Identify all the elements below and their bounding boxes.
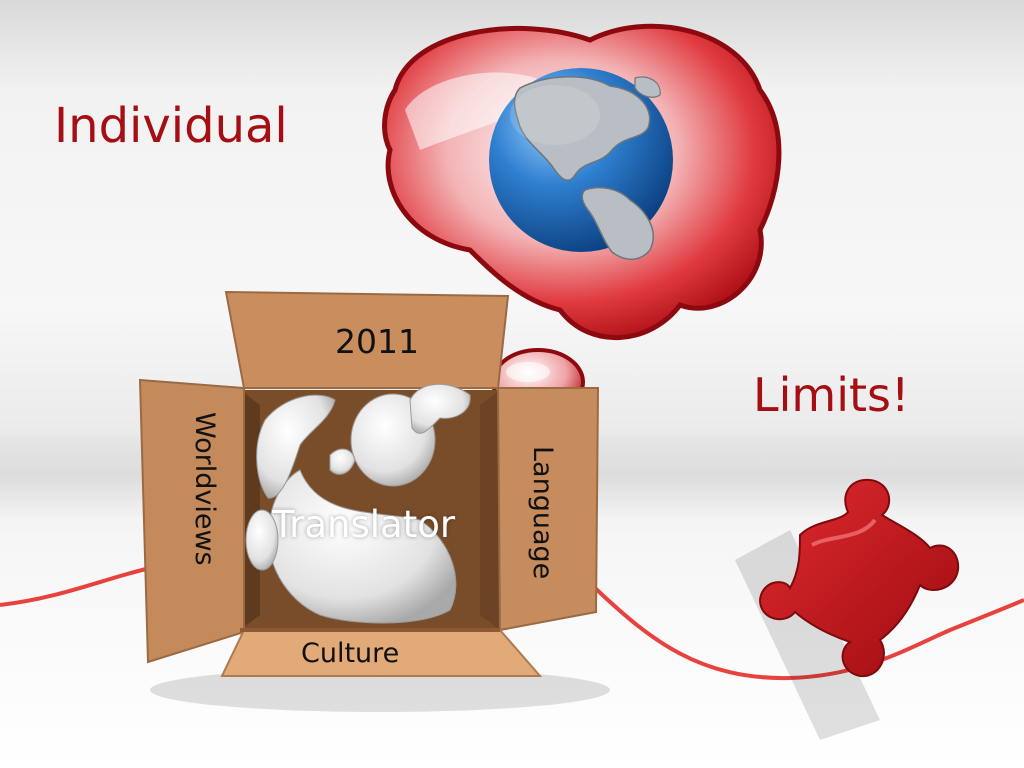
box-left-label: Worldviews xyxy=(189,412,220,566)
box-right-label: Language xyxy=(527,446,558,580)
title-individual: Individual xyxy=(54,98,288,154)
box-bottom-label: Culture xyxy=(301,638,400,669)
box-top-label: 2011 xyxy=(335,322,419,361)
title-limits: Limits! xyxy=(753,368,910,422)
figure-label: Translator xyxy=(272,503,456,546)
